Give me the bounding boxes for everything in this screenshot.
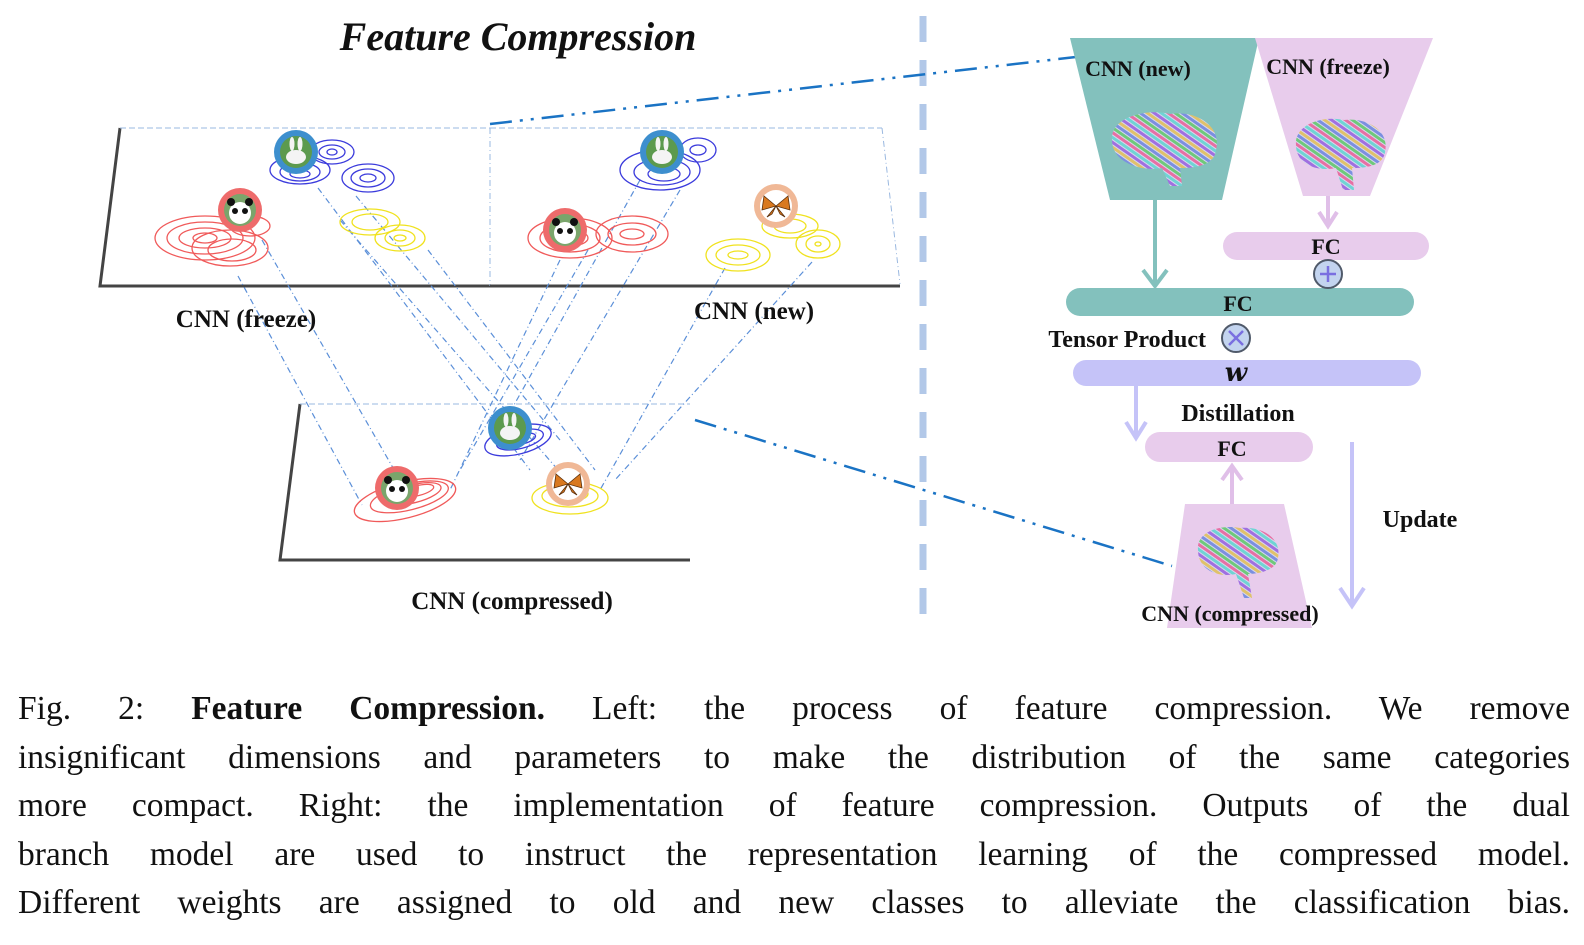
- cnn-freeze-block: CNN (freeze): [1255, 38, 1433, 196]
- plane-freeze: [98, 127, 491, 288]
- connector-line-top: [489, 38, 1226, 126]
- contour-rabbit-freeze: [269, 139, 395, 193]
- arrowhead: [1124, 420, 1148, 442]
- plane-new: [490, 127, 901, 288]
- plane-label-freeze: CNN (freeze): [176, 306, 316, 333]
- panda-icon: [375, 466, 419, 510]
- rabbit-icon: [274, 130, 318, 174]
- figure-caption: Fig. 2: Feature Compression. Left: the p…: [18, 685, 1570, 928]
- tensor-product-label: Tensor Product: [1048, 327, 1206, 353]
- caption-line-text: Left: the process of feature compression…: [544, 690, 1570, 727]
- caption-line: more compact. Right: the implementation …: [18, 787, 1570, 824]
- brain-icon: [1197, 526, 1279, 598]
- caption-line: Fig. 2: Feature Compression. Left: the p…: [18, 685, 1570, 734]
- projection-lines: [237, 179, 813, 506]
- arrowhead: [1338, 586, 1366, 610]
- panda-icon: [218, 188, 262, 232]
- fc-new-bar: [1066, 288, 1414, 316]
- caption-line: insignificant dimensions and parameters …: [18, 738, 1570, 776]
- cnn-compressed-block: CNN (compressed): [1141, 504, 1319, 628]
- plane-compressed: [278, 403, 690, 562]
- distillation-label: Distillation: [1181, 401, 1294, 427]
- caption-line: Different weights are assigned to old an…: [18, 884, 1570, 921]
- panda-icon: [543, 208, 587, 252]
- cnn-new-label: CNN (new): [1085, 56, 1191, 81]
- rabbit-icon: [488, 406, 532, 450]
- contour-butterfly-freeze: [339, 208, 426, 252]
- arrowhead: [1141, 268, 1169, 290]
- butterfly-icon: [546, 462, 590, 506]
- arrowhead: [1317, 210, 1339, 230]
- arrowhead: [1220, 462, 1244, 482]
- cnn-compressed-label: CNN (compressed): [1141, 601, 1318, 626]
- w-label: w: [1225, 358, 1249, 388]
- fc-freeze-label: FC: [1311, 234, 1340, 259]
- butterfly-icon: [754, 184, 798, 228]
- plus-operator-icon: [1313, 259, 1343, 289]
- tensor-product-icon: [1221, 323, 1251, 353]
- fc-new-label: FC: [1223, 291, 1252, 316]
- cnn-freeze-label: CNN (freeze): [1266, 54, 1390, 79]
- caption-bold-title: Feature Compression.: [191, 690, 545, 727]
- rabbit-icon: [640, 130, 684, 174]
- contour-panda-new: [527, 215, 669, 259]
- brain-icon: [1295, 118, 1386, 190]
- brain-icon: [1111, 112, 1217, 186]
- fc-compressed-bar: [1145, 432, 1313, 462]
- plane-label-new: CNN (new): [694, 298, 814, 325]
- fc-freeze-bar: [1223, 232, 1429, 260]
- connector-line-bottom: [694, 418, 1173, 568]
- update-label: Update: [1383, 507, 1458, 533]
- w-bar: [1073, 360, 1421, 386]
- plane-label-compressed: CNN (compressed): [411, 588, 613, 615]
- figure-canvas: Feature Compression: [98, 14, 1458, 628]
- left-panel-title: Feature Compression: [339, 14, 697, 59]
- fc-compressed-label: FC: [1217, 436, 1246, 461]
- caption-line: branch model are used to instruct the re…: [18, 835, 1570, 873]
- cnn-new-block: CNN (new): [1070, 38, 1259, 200]
- caption-prefix: Fig. 2:: [18, 690, 192, 727]
